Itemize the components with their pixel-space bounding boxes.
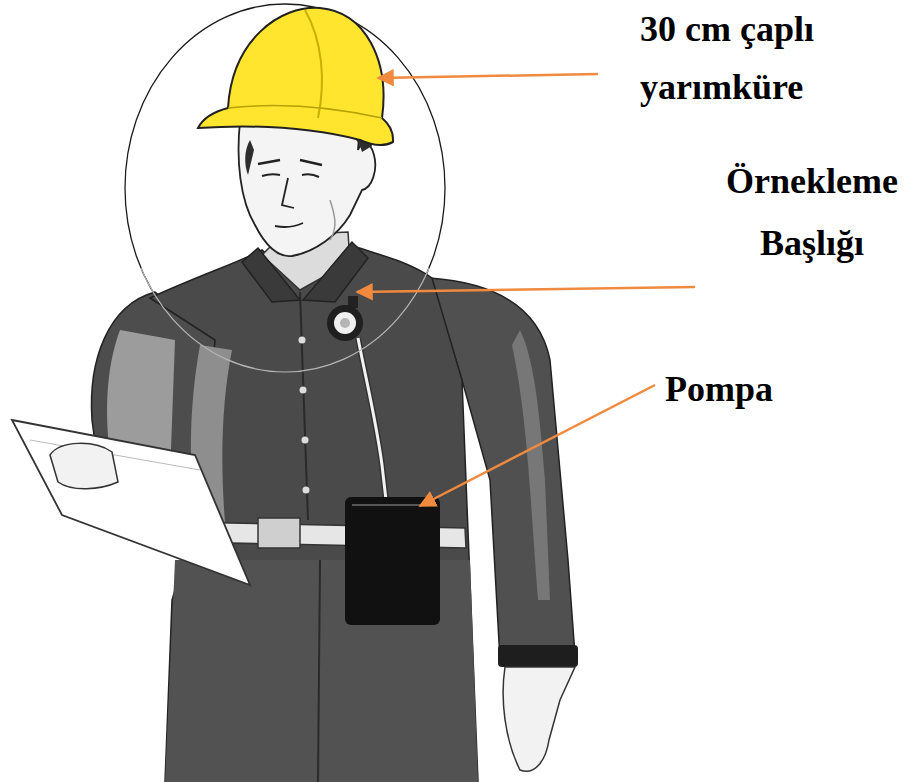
face — [239, 122, 376, 256]
paper-sheet — [12, 420, 250, 585]
shirt-cuff — [498, 645, 578, 667]
eye — [302, 174, 319, 177]
callout-label: 30 cm çaplı yarımküre — [640, 0, 840, 116]
pump-box — [345, 497, 440, 625]
right-hand — [503, 667, 575, 771]
hard-hat — [198, 8, 393, 145]
sampling-head — [340, 318, 350, 328]
hat-ridge — [305, 10, 322, 118]
left-hand — [50, 443, 118, 488]
shirt-button — [299, 337, 306, 344]
shirt-placket — [300, 292, 308, 520]
eye — [262, 174, 280, 176]
shirt-button — [303, 487, 310, 494]
belt-buckle — [258, 518, 300, 548]
shirt-button — [300, 387, 307, 394]
sampling-tube — [358, 338, 386, 500]
hemisphere-outline — [125, 268, 445, 372]
sampling-head — [327, 305, 363, 341]
leader-line — [378, 74, 598, 78]
sampling-tube — [358, 338, 386, 500]
eyebrow — [300, 160, 322, 165]
face-shade — [330, 200, 335, 240]
mouth — [275, 223, 303, 227]
shirt-button — [302, 437, 309, 444]
arm-highlight — [512, 330, 550, 600]
leader-line — [357, 287, 695, 292]
sampling-head — [334, 312, 356, 334]
leader-line — [420, 385, 655, 506]
hat-rim — [228, 106, 382, 118]
callout-label: Örnekleme Başlığı — [712, 150, 912, 274]
callout-label: Pompa — [665, 360, 865, 418]
hair — [245, 140, 254, 175]
eyebrow — [258, 160, 280, 164]
trouser-seam — [318, 560, 320, 782]
nose — [282, 178, 294, 208]
